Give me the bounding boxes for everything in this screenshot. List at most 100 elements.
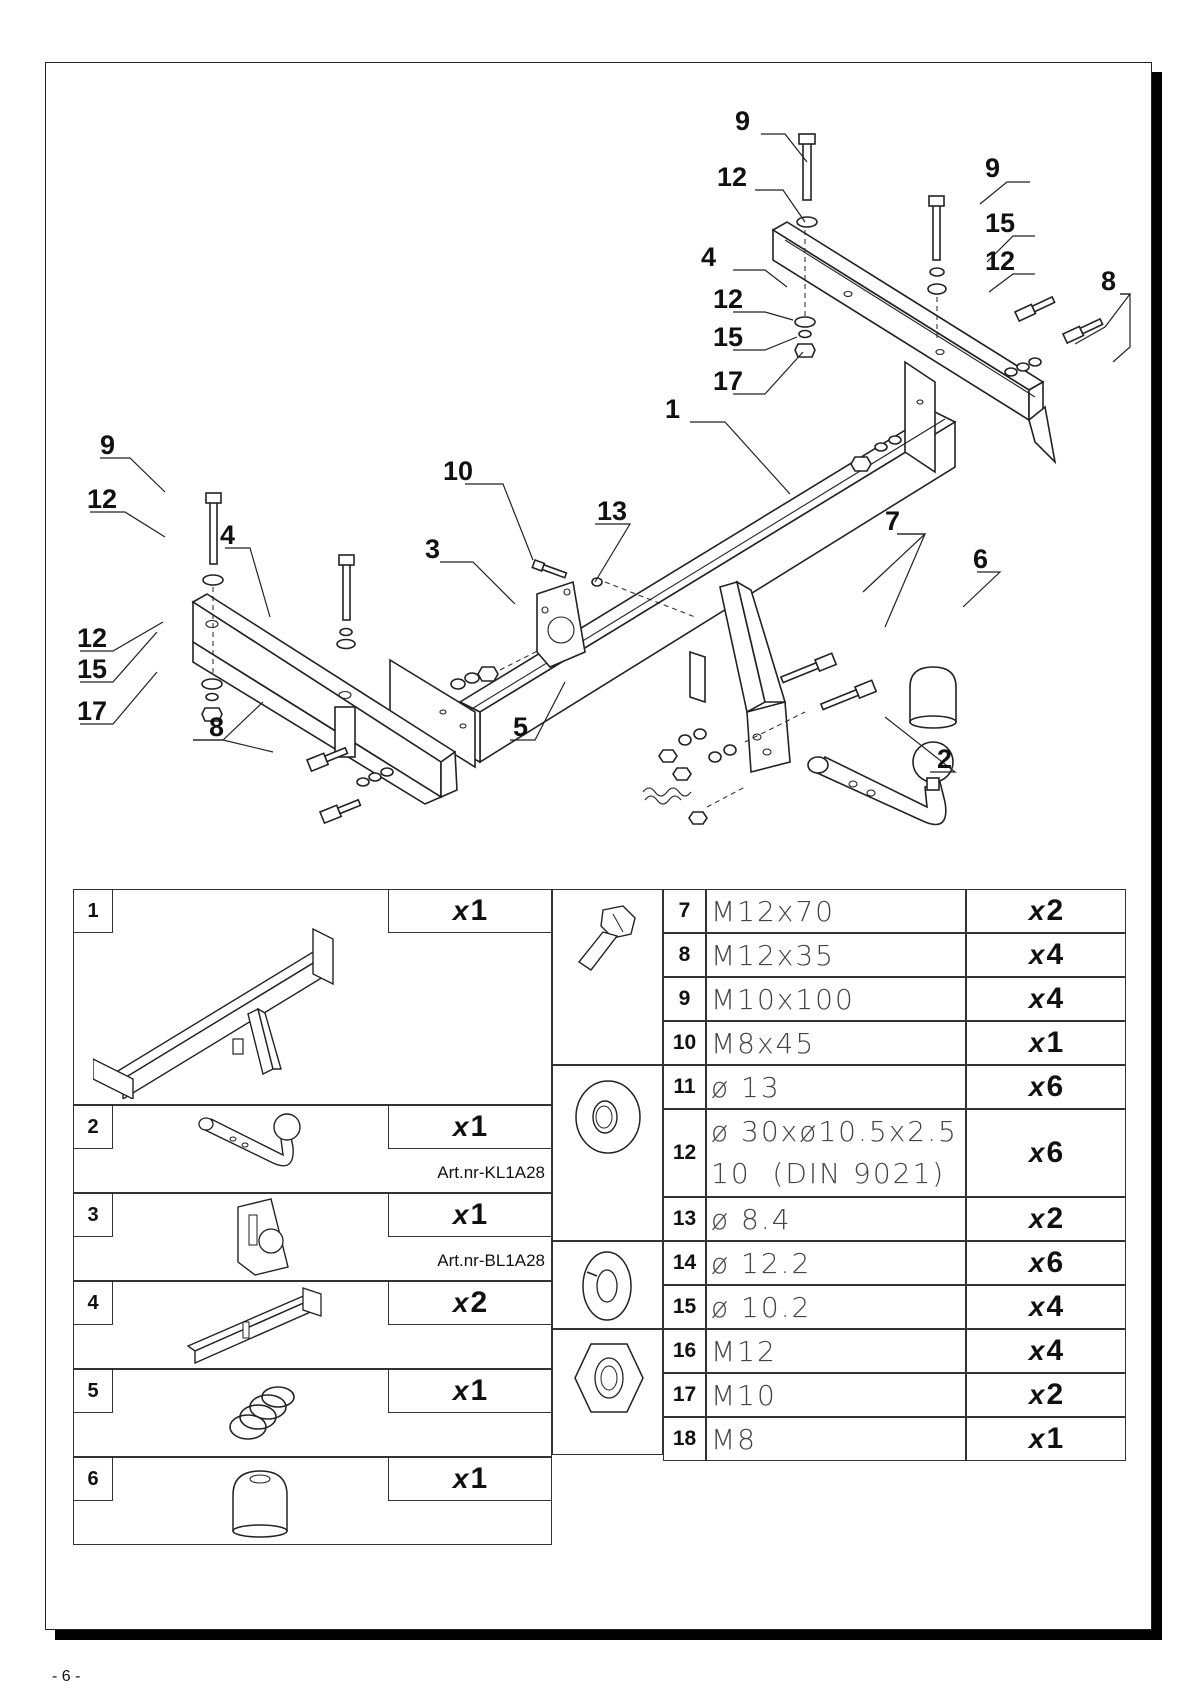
bolts-7 bbox=[658, 652, 878, 781]
callout-8: 8 bbox=[209, 712, 224, 742]
callout-10: 10 bbox=[443, 456, 473, 486]
callout-17: 17 bbox=[77, 696, 107, 726]
spring-washer-icon bbox=[582, 1251, 632, 1321]
nut-icon bbox=[574, 1343, 644, 1413]
hardware-size-line-2: 10 (DIN 9021) bbox=[711, 1157, 946, 1190]
bolt-icon-cell bbox=[552, 889, 663, 1065]
hardware-number: 9 bbox=[663, 977, 706, 1021]
hardware-number: 14 bbox=[663, 1241, 706, 1285]
hardware-number: 10 bbox=[663, 1021, 706, 1065]
ball-cap-icon bbox=[232, 1470, 288, 1538]
callout-12: 12 bbox=[717, 162, 747, 192]
hardware-size: M8 bbox=[706, 1417, 966, 1461]
hardware-number: 8 bbox=[663, 933, 706, 977]
part-number: 2 bbox=[73, 1105, 113, 1149]
callout-5: 5 bbox=[513, 712, 528, 742]
part-art-number: Art.nr-KL1A28 bbox=[437, 1163, 545, 1182]
hardware-number: 12 bbox=[663, 1109, 706, 1197]
bolt-icon bbox=[577, 905, 636, 971]
callout-2: 2 bbox=[937, 744, 952, 774]
hardware-size: ø 13 bbox=[706, 1065, 966, 1109]
socket-plate-icon bbox=[237, 1198, 289, 1276]
hardware-size: ø 8.4 bbox=[706, 1197, 966, 1241]
hardware-number: 11 bbox=[663, 1065, 706, 1109]
callout-7: 7 bbox=[885, 506, 900, 536]
callout-13: 13 bbox=[597, 496, 627, 526]
hardware-size: M12x35 bbox=[706, 933, 966, 977]
part-number: 6 bbox=[73, 1457, 113, 1501]
callout-12: 12 bbox=[77, 623, 107, 653]
spring-icon bbox=[229, 1386, 295, 1440]
hardware-number: 17 bbox=[663, 1373, 706, 1417]
nut-icon-cell bbox=[552, 1329, 663, 1455]
towball-icon bbox=[198, 1113, 301, 1167]
washer-icon-cell bbox=[552, 1065, 663, 1241]
left-side-bracket bbox=[191, 593, 458, 805]
hardware-number: 15 bbox=[663, 1285, 706, 1329]
ball-cap-6 bbox=[909, 666, 957, 729]
callout-17: 17 bbox=[713, 366, 743, 396]
hardware-number: 7 bbox=[663, 889, 706, 933]
hardware-size: M8x45 bbox=[706, 1021, 966, 1065]
part-number: 1 bbox=[73, 889, 113, 933]
left-bracket-bolts bbox=[201, 492, 394, 825]
hardware-size: ø 10.2 bbox=[706, 1285, 966, 1329]
callout-12: 12 bbox=[713, 284, 743, 314]
hardware-size: M12 bbox=[706, 1329, 966, 1373]
socket-plate bbox=[531, 558, 696, 668]
callout-12: 12 bbox=[985, 246, 1015, 276]
part-number: 5 bbox=[73, 1369, 113, 1413]
callout-3: 3 bbox=[425, 534, 440, 564]
callout-9: 9 bbox=[985, 153, 1000, 183]
callout-6: 6 bbox=[973, 544, 988, 574]
callout-1: 1 bbox=[665, 394, 680, 424]
hardware-size: M10x100 bbox=[706, 977, 966, 1021]
callout-12: 12 bbox=[87, 484, 117, 514]
exploded-diagram: 9 12 4 9 15 12 8 12 15 17 1 10 13 3 7 6 … bbox=[45, 62, 1150, 882]
washer-icon bbox=[575, 1080, 641, 1154]
page-number: - 6 - bbox=[52, 1668, 81, 1685]
callout-15: 15 bbox=[77, 654, 107, 684]
hardware-size: ø 30xø10.5x2.5 10 (DIN 9021) bbox=[706, 1109, 966, 1197]
side-bracket-icon bbox=[186, 1287, 322, 1364]
main-bar-icon bbox=[93, 927, 334, 1099]
part-number: 4 bbox=[73, 1281, 113, 1325]
right-side-bracket bbox=[771, 221, 1057, 465]
callout-15: 15 bbox=[985, 208, 1015, 238]
callout-4: 4 bbox=[220, 520, 235, 550]
spring-5 bbox=[642, 786, 746, 825]
hardware-size: M12x70 bbox=[706, 889, 966, 933]
hardware-number: 13 bbox=[663, 1197, 706, 1241]
towball-2 bbox=[807, 741, 954, 826]
right-bracket-bolts bbox=[794, 133, 1104, 377]
callout-15: 15 bbox=[713, 322, 743, 352]
callout-9: 9 bbox=[100, 430, 115, 460]
hardware-size: ø 12.2 bbox=[706, 1241, 966, 1285]
callout-8: 8 bbox=[1101, 266, 1116, 296]
part-number: 3 bbox=[73, 1193, 113, 1237]
hardware-size: M10 bbox=[706, 1373, 966, 1417]
hardware-size-line-1: ø 30xø10.5x2.5 bbox=[711, 1115, 958, 1148]
leader-lines bbox=[80, 133, 1132, 773]
spring-washer-icon-cell bbox=[552, 1241, 663, 1329]
part-art-number: Art.nr-BL1A28 bbox=[437, 1251, 545, 1270]
exploded-diagram-svg: 9 12 4 9 15 12 8 12 15 17 1 10 13 3 7 6 … bbox=[77, 106, 1132, 826]
callout-9: 9 bbox=[735, 106, 750, 136]
hardware-number: 18 bbox=[663, 1417, 706, 1461]
main-crossbar bbox=[389, 360, 957, 774]
